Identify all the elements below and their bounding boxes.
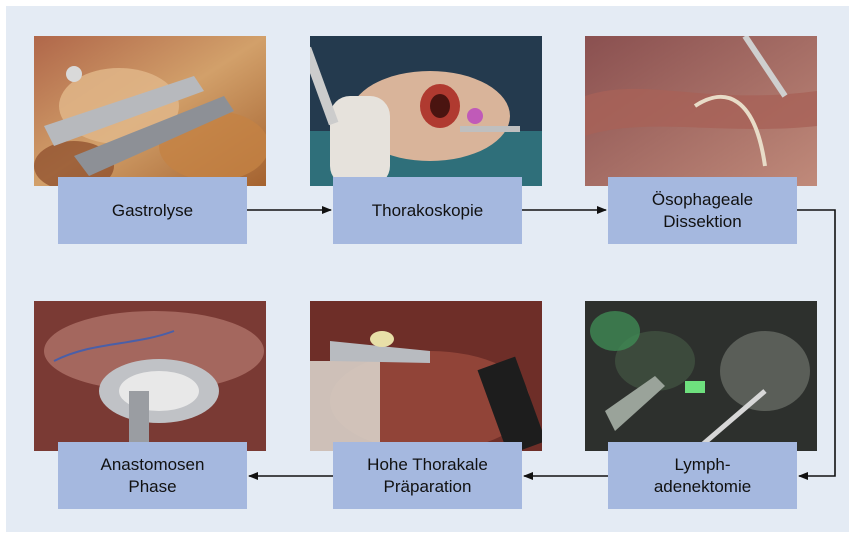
arrow-dissektion-to-lymphadenektomie	[797, 210, 835, 476]
